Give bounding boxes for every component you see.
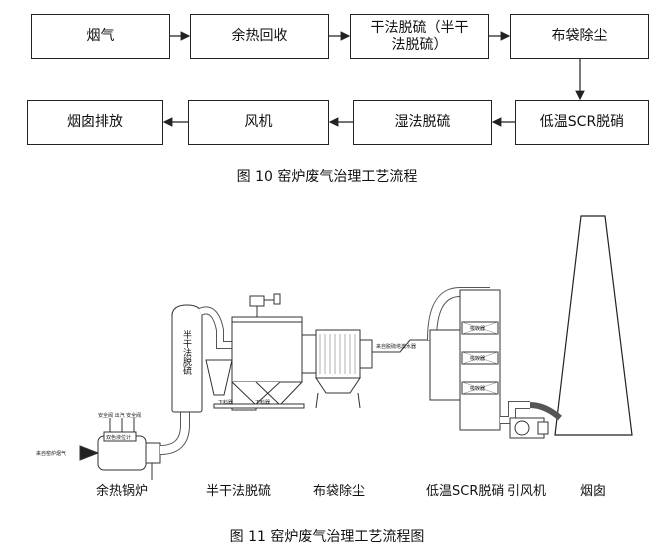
scr-inlet-label: 来自脱硫塔激水器 (376, 344, 417, 350)
label-induced-fan: 引风机 (507, 484, 547, 499)
flow-box-label: 风机 (244, 114, 273, 130)
hopper-label-2: 下料器 (255, 400, 271, 406)
label-semi-dry-desulfurization: 半干法脱硫 (206, 484, 272, 499)
flow-box-label: 干法脱硫（半干法脱硫） (370, 19, 469, 53)
label-bag-filter: 布袋除尘 (313, 484, 366, 499)
boiler-top-label: 安全阀 出汽 安全阀 (98, 413, 142, 419)
absorber-label-1: 吸收器 (470, 326, 486, 332)
flow-box-label: 烟囱排放 (67, 114, 123, 130)
label-low-temp-scr: 低温SCR脱硝 (426, 484, 505, 499)
label-chimney: 烟囱 (580, 484, 607, 499)
tower-vertical-label: 半干法脱硫 (181, 330, 191, 375)
flow-box-chimney-discharge: 烟囱排放 (27, 100, 163, 145)
process-equipment (79, 215, 633, 480)
absorber-label-2: 吸收器 (470, 356, 486, 362)
flow-box-wet-desulfurization: 湿法脱硫 (353, 100, 492, 145)
flow-box-fan: 风机 (188, 100, 329, 145)
flow-box-flue-gas: 烟气 (31, 14, 170, 59)
flow-box-label: 余热回收 (231, 28, 288, 44)
inlet-label: 来自窑炉烟气 (36, 451, 67, 457)
flow-box-label: 湿法脱硫 (394, 114, 451, 130)
label-waste-heat-boiler: 余热锅炉 (96, 484, 149, 499)
hopper-label-1: 下料器 (218, 400, 234, 406)
flow-box-label: 烟气 (86, 28, 115, 44)
flow-box-waste-heat-recovery: 余热回收 (190, 14, 329, 59)
flow-arrows (162, 31, 585, 127)
flow-box-label: 布袋除尘 (551, 28, 608, 44)
absorber-label-3: 吸收器 (470, 386, 486, 392)
flow-box-low-temp-scr: 低温SCR脱硝 (515, 100, 649, 145)
figure-11-caption: 图 11 窑炉废气治理工艺流程图 (229, 529, 425, 545)
figure-10-caption: 图 10 窑炉废气治理工艺流程 (236, 169, 418, 185)
flow-box-bag-dust-removal: 布袋除尘 (510, 14, 649, 59)
boiler-inner-label: 双色液位计 (106, 435, 132, 441)
flow-box-label: 低温SCR脱硝 (539, 114, 625, 130)
flow-box-dry-desulfurization: 干法脱硫（半干法脱硫） (350, 14, 489, 59)
